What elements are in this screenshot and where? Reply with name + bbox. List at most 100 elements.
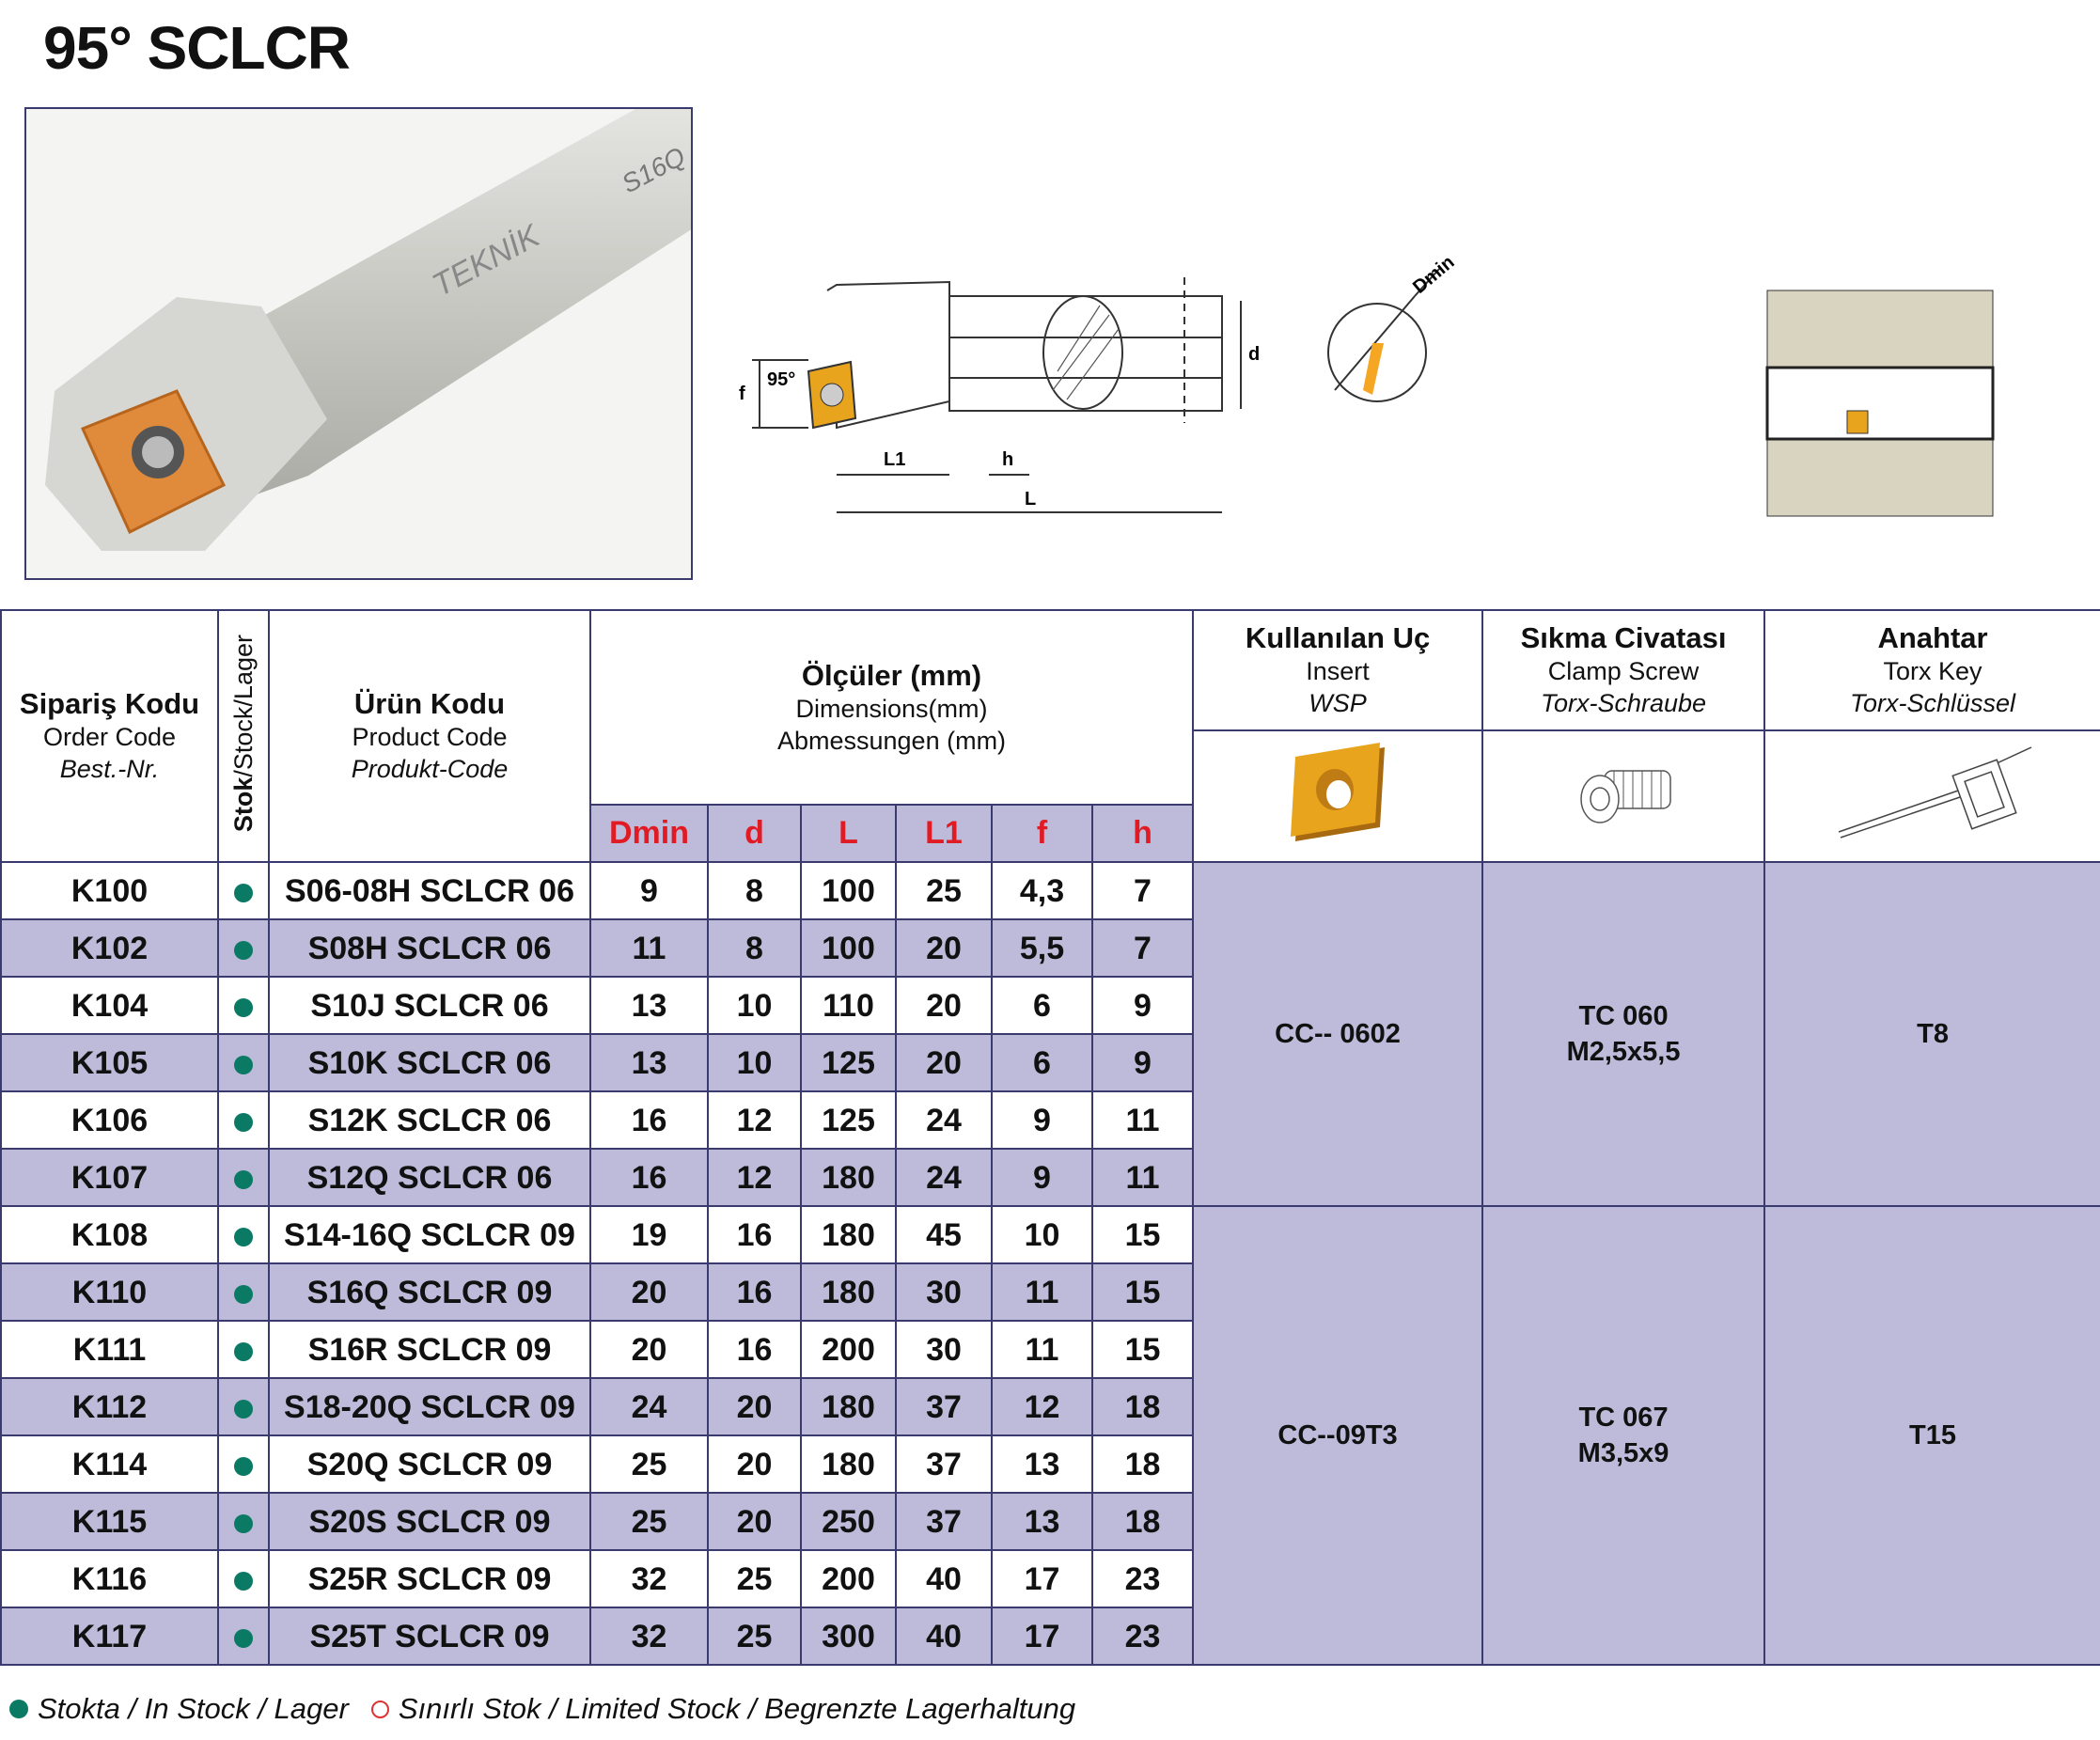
in-stock-dot-icon: [234, 1513, 253, 1533]
dim-dmin: 13: [589, 976, 709, 1035]
insert-image: [1192, 729, 1484, 863]
dim-f: 12: [991, 1377, 1093, 1436]
dim-f: 6: [991, 1033, 1093, 1092]
stock-status: [217, 1549, 270, 1608]
stock-status: [217, 1377, 270, 1436]
dim-l: 250: [800, 1492, 897, 1551]
stock-status: [217, 918, 270, 978]
col-l1: L1: [895, 804, 993, 863]
order-code: K108: [0, 1205, 219, 1264]
dim-d: 20: [707, 1492, 802, 1551]
product-code: S12Q SCLCR 06: [268, 1148, 591, 1207]
order-code: K117: [0, 1607, 219, 1666]
dim-dmin: 16: [589, 1090, 709, 1150]
torx-key-icon: [1838, 745, 2032, 839]
dim-f: 10: [991, 1205, 1093, 1264]
col-dmin: Dmin: [589, 804, 709, 863]
order-code: K102: [0, 918, 219, 978]
stock-status: [217, 1434, 270, 1494]
dim-l1: 20: [895, 918, 993, 978]
dim-h: 18: [1090, 1434, 1195, 1494]
product-code: S20S SCLCR 09: [268, 1492, 591, 1551]
dim-d: 10: [707, 976, 802, 1035]
in-stock-dot-icon: [234, 1055, 253, 1074]
in-stock-dot-icon: [234, 997, 253, 1017]
screw-image: [1481, 729, 1766, 863]
product-code: S16Q SCLCR 09: [268, 1262, 591, 1322]
dim-dmin: 20: [589, 1320, 709, 1379]
stock-status: [217, 976, 270, 1035]
in-stock-dot-icon: [234, 1169, 253, 1189]
order-code: K114: [0, 1434, 219, 1494]
dim-f: 9: [991, 1148, 1093, 1207]
order-code: K111: [0, 1320, 219, 1379]
dim-dmin: 9: [589, 861, 709, 920]
screw-code: TC 067: [1578, 1403, 1669, 1433]
dim-h: 18: [1090, 1492, 1195, 1551]
stock-status: [217, 861, 270, 920]
dim-l1: 37: [895, 1492, 993, 1551]
dim-l: 180: [800, 1148, 897, 1207]
dim-f: 11: [991, 1262, 1093, 1322]
dim-f: 17: [991, 1607, 1093, 1666]
dim-l1: 25: [895, 861, 993, 920]
label-h: h: [1002, 449, 1013, 470]
dim-l1: 24: [895, 1148, 993, 1207]
stock-status: [217, 1090, 270, 1150]
dim-d: 12: [707, 1148, 802, 1207]
stock-status: [217, 1492, 270, 1551]
stock-legend: Stokta / In Stock / Lager Sınırlı Stok /…: [9, 1692, 1075, 1726]
product-code: S25T SCLCR 09: [268, 1607, 591, 1666]
label-f: f: [739, 384, 745, 404]
dim-l1: 37: [895, 1377, 993, 1436]
dim-h: 11: [1090, 1148, 1195, 1207]
order-code: K112: [0, 1377, 219, 1436]
group-insert: CC--09T3: [1192, 1205, 1484, 1666]
col-d: d: [707, 804, 802, 863]
dim-d: 10: [707, 1033, 802, 1092]
label-dmin: Dmin: [1409, 252, 1458, 298]
group-key: T15: [1763, 1205, 2100, 1666]
dim-l: 200: [800, 1549, 897, 1608]
header-stock: Stok/Stock/Lager: [217, 609, 270, 863]
dim-dmin: 32: [589, 1549, 709, 1608]
dim-d: 16: [707, 1320, 802, 1379]
dim-h: 23: [1090, 1607, 1195, 1666]
stock-status: [217, 1320, 270, 1379]
dim-l1: 37: [895, 1434, 993, 1494]
order-code: K104: [0, 976, 219, 1035]
dim-d: 20: [707, 1377, 802, 1436]
dim-h: 9: [1090, 976, 1195, 1035]
dim-dmin: 11: [589, 918, 709, 978]
product-code: S12K SCLCR 06: [268, 1090, 591, 1150]
dim-f: 6: [991, 976, 1093, 1035]
in-stock-dot-icon: [234, 1112, 253, 1132]
screw-size: M3,5x9: [1577, 1438, 1669, 1468]
dim-d: 16: [707, 1262, 802, 1322]
dim-l1: 45: [895, 1205, 993, 1264]
dim-l: 200: [800, 1320, 897, 1379]
dim-h: 15: [1090, 1262, 1195, 1322]
dim-d: 12: [707, 1090, 802, 1150]
dim-h: 7: [1090, 918, 1195, 978]
dim-l1: 20: [895, 1033, 993, 1092]
stock-status: [217, 1205, 270, 1264]
key-image: [1763, 729, 2100, 863]
dim-f: 9: [991, 1090, 1093, 1150]
insert-icon: [1291, 742, 1386, 841]
angle-label: 95°: [767, 369, 795, 390]
dim-l1: 30: [895, 1320, 993, 1379]
product-code: S08H SCLCR 06: [268, 918, 591, 978]
